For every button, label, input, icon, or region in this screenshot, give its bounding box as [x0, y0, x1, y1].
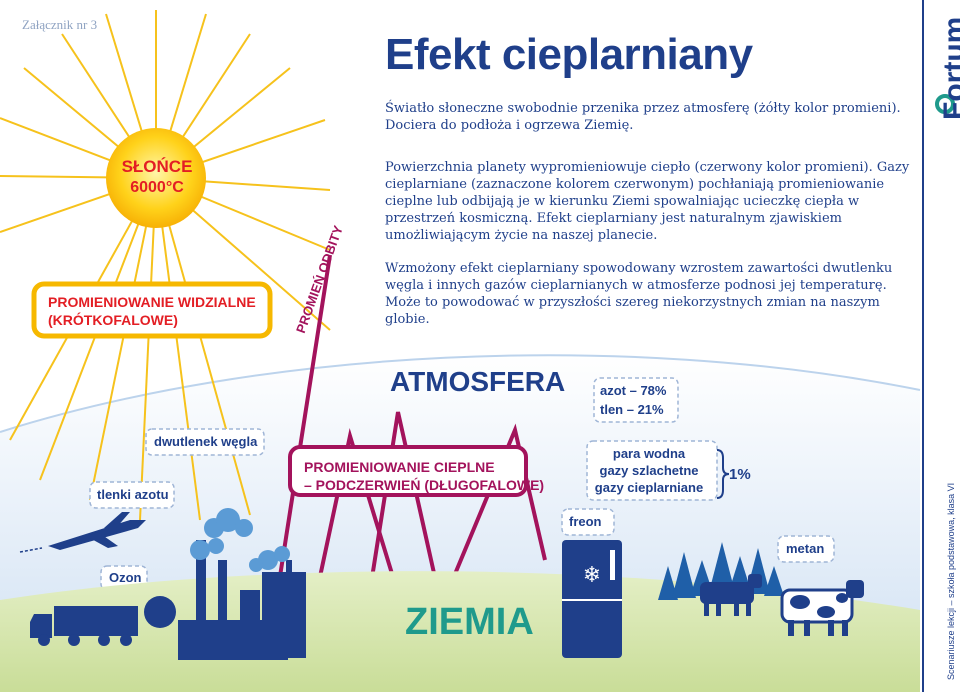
sun-temperature: 6000°C	[130, 179, 184, 196]
oxygen-label: tlen – 21%	[600, 402, 664, 417]
earth-label: ZIEMIA	[405, 601, 534, 643]
visible-radiation-label: PROMIENIOWANIE WIDZIALNE (KRÓTKOFALOWE)	[48, 293, 256, 329]
thermal-radiation-line2: – PODCZERWIEŃ (DŁUGOFALOWE)	[304, 477, 545, 493]
fortum-logo-mark	[935, 94, 955, 114]
methane-label: metan	[786, 541, 825, 556]
freon-label: freon	[569, 514, 602, 529]
nitrogen-label: azot – 78%	[600, 383, 667, 398]
thermal-radiation-label: PROMIENIOWANIE CIEPLNE – PODCZERWIEŃ (DŁ…	[304, 458, 544, 494]
cow-dark	[700, 574, 762, 616]
visible-radiation-box	[31, 281, 273, 339]
gas-boxes	[89, 377, 835, 591]
ozone-label: Ozon	[109, 570, 142, 585]
nox-label: tlenki azotu	[97, 487, 169, 502]
page-title: Efekt cieplarniany	[385, 30, 753, 79]
footer-scenario: Scenariusze lekcji – szkoła podstawowa, …	[946, 482, 956, 680]
fortum-logo: Fortum	[938, 16, 960, 120]
earth-hill	[0, 571, 920, 692]
visible-radiation-line1: PROMIENIOWANIE WIDZIALNE	[48, 294, 256, 310]
annex-label: Załącznik nr 3	[22, 17, 98, 32]
sun	[106, 128, 206, 228]
smoke-clouds	[190, 508, 290, 572]
water-vapor-label: para wodna	[612, 446, 686, 461]
atmosphere-label: ATMOSFERA	[390, 366, 566, 397]
thermal-radiation-box	[288, 445, 528, 497]
paragraph-1: Światło słoneczne swobodnie przenika prz…	[385, 101, 901, 133]
svg-text:❄: ❄	[583, 563, 601, 588]
factory	[144, 540, 306, 660]
thermal-radiation-line1: PROMIENIOWANIE CIEPLNE	[304, 459, 495, 475]
noble-gases-label: gazy szlachetne	[599, 463, 699, 478]
visible-radiation-line2: (KRÓTKOFALOWE)	[48, 312, 178, 328]
other-gases-percent: 1%	[729, 466, 751, 483]
paragraph-3: Wzmożony efekt cieplarniany spowodowany …	[385, 261, 893, 327]
airplane	[19, 512, 146, 553]
fridge: ❄	[562, 540, 622, 658]
greenhouse-gases-label: gazy cieplarniane	[594, 480, 704, 495]
gases-brace	[716, 449, 730, 499]
co2-label: dwutlenek węgla	[154, 434, 258, 449]
other-gases-list: para wodna gazy szlachetne gazy cieplarn…	[590, 445, 708, 496]
truck	[30, 606, 138, 646]
sun-name: SŁOŃCE	[121, 157, 193, 176]
atmosphere-edge	[0, 354, 921, 433]
paragraph-2: Powierzchnia planety wypromieniowuje cie…	[385, 160, 910, 243]
cow-spotted	[780, 580, 864, 636]
